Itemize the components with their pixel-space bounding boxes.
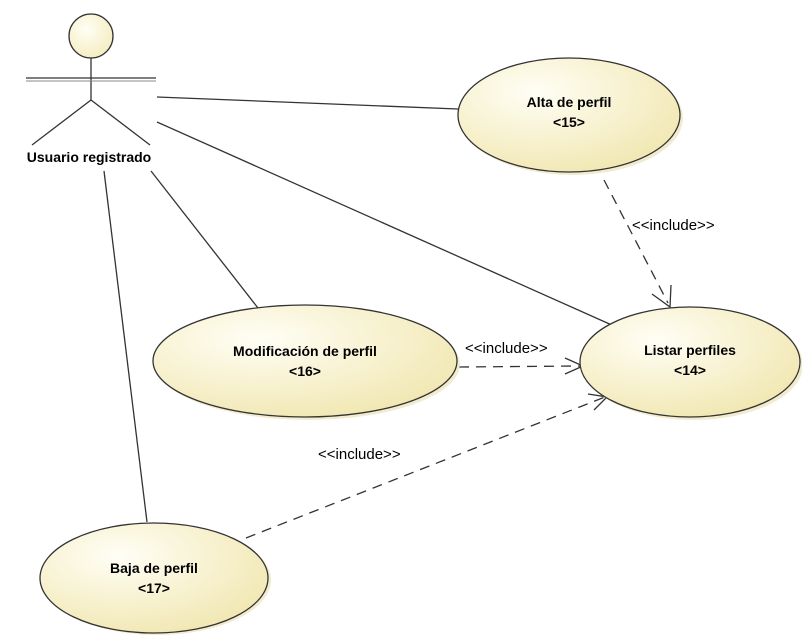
include-alta-listar <box>603 179 669 304</box>
association-actor-baja <box>103 170 148 523</box>
include-label-baja-listar: <<include>> <box>318 446 401 463</box>
use-case-listar-perfiles[interactable]: Listar perfiles <14> <box>579 306 802 420</box>
association-actor-alta <box>156 96 459 110</box>
actor-right-leg <box>90 99 151 146</box>
include-alta-listar-arrowhead <box>651 284 672 309</box>
include-label-alta-listar: <<include>> <box>632 217 715 234</box>
include-baja-listar <box>245 396 606 539</box>
use-case-ellipse <box>579 306 801 418</box>
use-case-modificacion-de-perfil[interactable]: Modificación de perfil <16> <box>152 304 460 420</box>
actor-usuario-registrado[interactable]: Usuario registrado <box>26 13 156 165</box>
use-case-baja-de-perfil[interactable]: Baja de perfil <17> <box>39 522 271 635</box>
use-case-title: Alta de perfil <box>527 94 612 110</box>
use-case-alta-de-perfil[interactable]: Alta de perfil <15> <box>457 57 683 175</box>
use-case-title: Modificación de perfil <box>233 343 377 359</box>
actor-head <box>68 13 114 59</box>
use-case-ellipse <box>152 304 458 418</box>
actor-left-leg <box>31 99 92 146</box>
include-label-modificacion-listar: <<include>> <box>465 340 548 357</box>
association-actor-modificacion <box>150 170 259 309</box>
use-case-id: <17> <box>138 580 170 596</box>
use-case-id: <15> <box>553 114 585 130</box>
use-case-title: Baja de perfil <box>110 560 198 576</box>
association-actor-listar <box>156 121 615 327</box>
include-modificacion-listar <box>458 365 581 368</box>
use-case-id: <16> <box>289 363 321 379</box>
use-case-id: <14> <box>674 362 706 378</box>
actor-name: Usuario registrado <box>27 149 151 165</box>
use-case-title: Listar perfiles <box>644 342 736 358</box>
use-case-ellipse <box>39 522 269 634</box>
use-case-ellipse <box>457 57 681 173</box>
